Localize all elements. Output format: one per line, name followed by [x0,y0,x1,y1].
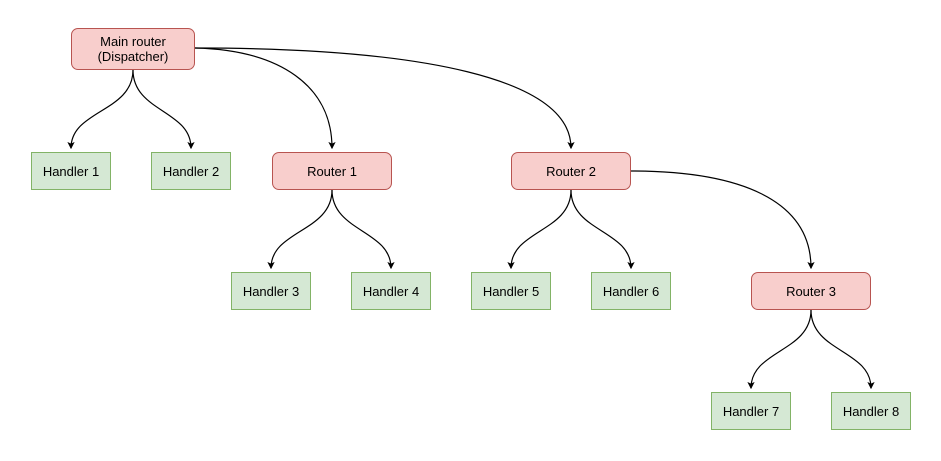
node-router-2[interactable]: Router 2 [511,152,631,190]
node-label-router-2: Router 2 [546,163,596,179]
node-main-router[interactable]: Main router (Dispatcher) [71,28,195,70]
edge-router-2-to-handler-6 [570,189,635,270]
edge-router-2-to-handler-5 [507,189,572,270]
node-router-3[interactable]: Router 3 [751,272,871,310]
node-label-handler-1: Handler 1 [42,163,100,179]
node-router-1[interactable]: Router 1 [272,152,392,190]
edge-router-3-to-handler-8 [810,309,875,390]
node-label-router-1: Router 1 [307,163,357,179]
edge-router-1-to-handler-4 [331,189,395,270]
edge-main-to-handler-2 [132,69,195,150]
node-label-handler-7: Handler 7 [722,403,780,419]
node-label-handler-3: Handler 3 [242,283,300,299]
edge-main-to-handler-1 [67,69,134,150]
edge-main-to-router-1 [194,47,336,150]
node-handler-4[interactable]: Handler 4 [351,272,431,310]
node-label-router-3: Router 3 [786,283,836,299]
node-handler-1[interactable]: Handler 1 [31,152,111,190]
node-label-handler-2: Handler 2 [162,163,220,179]
node-handler-2[interactable]: Handler 2 [151,152,231,190]
edge-router-3-to-handler-7 [747,309,812,390]
node-handler-7[interactable]: Handler 7 [711,392,791,430]
node-label-main-router: Main router (Dispatcher) [97,34,169,64]
node-handler-8[interactable]: Handler 8 [831,392,911,430]
node-label-handler-6: Handler 6 [602,283,660,299]
node-handler-6[interactable]: Handler 6 [591,272,671,310]
node-label-handler-4: Handler 4 [362,283,420,299]
node-handler-3[interactable]: Handler 3 [231,272,311,310]
edge-router-1-to-handler-3 [267,189,333,270]
node-handler-5[interactable]: Handler 5 [471,272,551,310]
edges [67,47,875,390]
node-label-handler-5: Handler 5 [482,283,540,299]
node-label-handler-8: Handler 8 [842,403,900,419]
edge-router-2-to-router-3 [630,170,815,270]
edge-main-to-router-2 [194,47,575,150]
